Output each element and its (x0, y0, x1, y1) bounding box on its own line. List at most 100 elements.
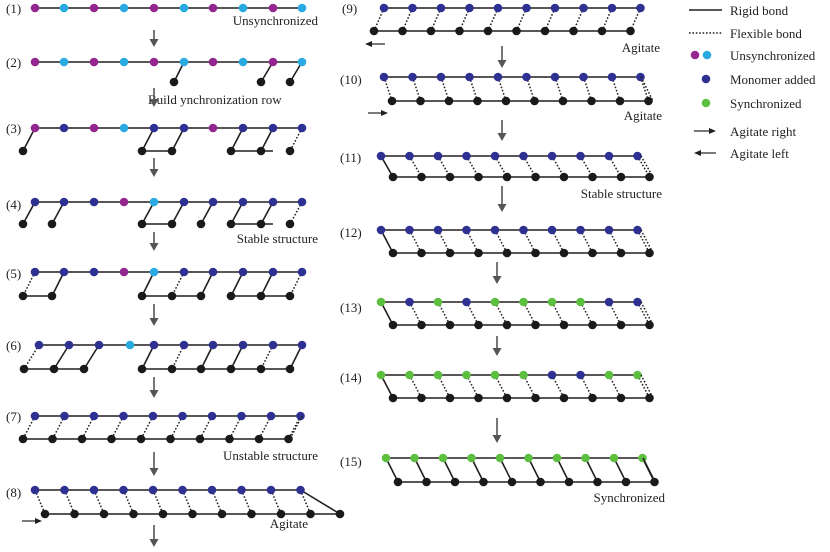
bottom-monomer (137, 219, 147, 229)
top-monomer (178, 411, 187, 421)
bottom-monomer (137, 364, 147, 374)
arrow-head (149, 99, 159, 107)
flexible-bond (152, 489, 164, 515)
top-monomer (633, 225, 642, 235)
bottom-monomer (597, 26, 607, 36)
top-monomer (59, 197, 69, 207)
flexible-bond (93, 489, 105, 515)
bottom-monomer (196, 364, 206, 374)
flow-arrow (149, 377, 159, 398)
top-monomer (238, 57, 248, 67)
bottom-monomer (285, 219, 295, 229)
top-monomer (178, 485, 187, 495)
top-monomer (89, 267, 99, 277)
step-13: (13) (340, 297, 654, 330)
step-4: (4)Stable structure (6, 197, 318, 246)
flexible-bond (289, 127, 303, 152)
bottom-monomer (531, 393, 540, 403)
flexible-bond (636, 229, 651, 254)
flexible-bond (63, 489, 76, 515)
top-monomer (60, 485, 69, 495)
bottom-monomer (167, 219, 177, 229)
step-label: (14) (340, 370, 362, 385)
bottom-monomer (217, 509, 227, 519)
legend-label: Monomer added (730, 72, 816, 87)
top-monomer (522, 3, 531, 13)
bottom-monomer (445, 172, 455, 182)
flexible-bond (551, 229, 565, 254)
legend-label: Agitate left (730, 146, 789, 161)
step-3: (3) (6, 121, 307, 156)
top-monomer (179, 197, 189, 207)
rigid-bond (22, 127, 36, 152)
legend-right-arrow (694, 128, 716, 134)
bottom-monomer (47, 291, 57, 301)
top-monomer (519, 370, 528, 380)
flexible-bond (608, 229, 622, 254)
top-monomer (59, 57, 69, 67)
bottom-monomer (196, 219, 206, 229)
bottom-monomer (285, 291, 295, 301)
top-monomer (149, 267, 159, 277)
bottom-monomer (588, 172, 597, 182)
rigid-bond (230, 271, 244, 297)
flexible-bond (258, 415, 272, 440)
top-monomer (237, 411, 246, 421)
flexible-bond (169, 415, 184, 440)
top-monomer (576, 370, 585, 380)
flexible-bond (608, 374, 622, 399)
arrow-head (709, 128, 716, 134)
top-monomer (30, 57, 40, 67)
new-monomer (285, 77, 295, 87)
bottom-monomer (587, 96, 596, 106)
flexible-bond (299, 489, 312, 515)
agitate-right-arrow (22, 518, 42, 524)
bottom-monomer (167, 364, 177, 374)
top-monomer (297, 57, 307, 67)
top-monomer (59, 3, 69, 13)
top-monomer (604, 370, 614, 380)
legend-label: Unsynchronized (730, 48, 816, 63)
top-monomer (296, 411, 305, 421)
bottom-monomer (479, 477, 488, 487)
bottom-monomer (388, 393, 398, 403)
bottom-monomer (256, 219, 266, 229)
step-1: (1)Unsynchronized (6, 1, 318, 28)
flow-arrow (497, 186, 507, 212)
flexible-bond (522, 229, 537, 254)
top-monomer (490, 370, 500, 380)
agitate-left-arrow (365, 41, 385, 47)
flexible-bond (465, 301, 480, 326)
flexible-bond (34, 489, 46, 515)
flexible-bond (437, 374, 451, 399)
top-monomer (30, 485, 40, 495)
top-monomer (467, 453, 476, 463)
bottom-monomer (559, 320, 569, 330)
step-label: (5) (6, 266, 21, 281)
bottom-monomer (616, 172, 626, 182)
top-monomer (576, 225, 585, 235)
bottom-monomer (502, 172, 512, 182)
arrow-head (149, 169, 159, 177)
step-8: (8)Agitate (6, 485, 345, 531)
top-monomer (238, 267, 248, 277)
bottom-monomer (47, 219, 57, 229)
top-monomer (59, 267, 69, 277)
arrow-head (492, 435, 502, 443)
rigid-bond (380, 229, 394, 254)
flexible-bond (640, 76, 654, 102)
top-monomer (576, 297, 585, 307)
top-monomer (268, 197, 278, 207)
bottom-monomer (18, 219, 28, 229)
top-monomer (149, 3, 159, 13)
flexible-bond (636, 301, 651, 326)
bottom-monomer (188, 509, 197, 519)
bottom-monomer (531, 172, 540, 182)
arrow-head (497, 60, 507, 68)
top-monomer (30, 123, 40, 133)
rigid-bond (442, 457, 456, 483)
bottom-monomer (388, 248, 398, 258)
bottom-monomer (558, 96, 568, 106)
top-monomer (490, 297, 500, 307)
arrow-head (149, 243, 159, 251)
